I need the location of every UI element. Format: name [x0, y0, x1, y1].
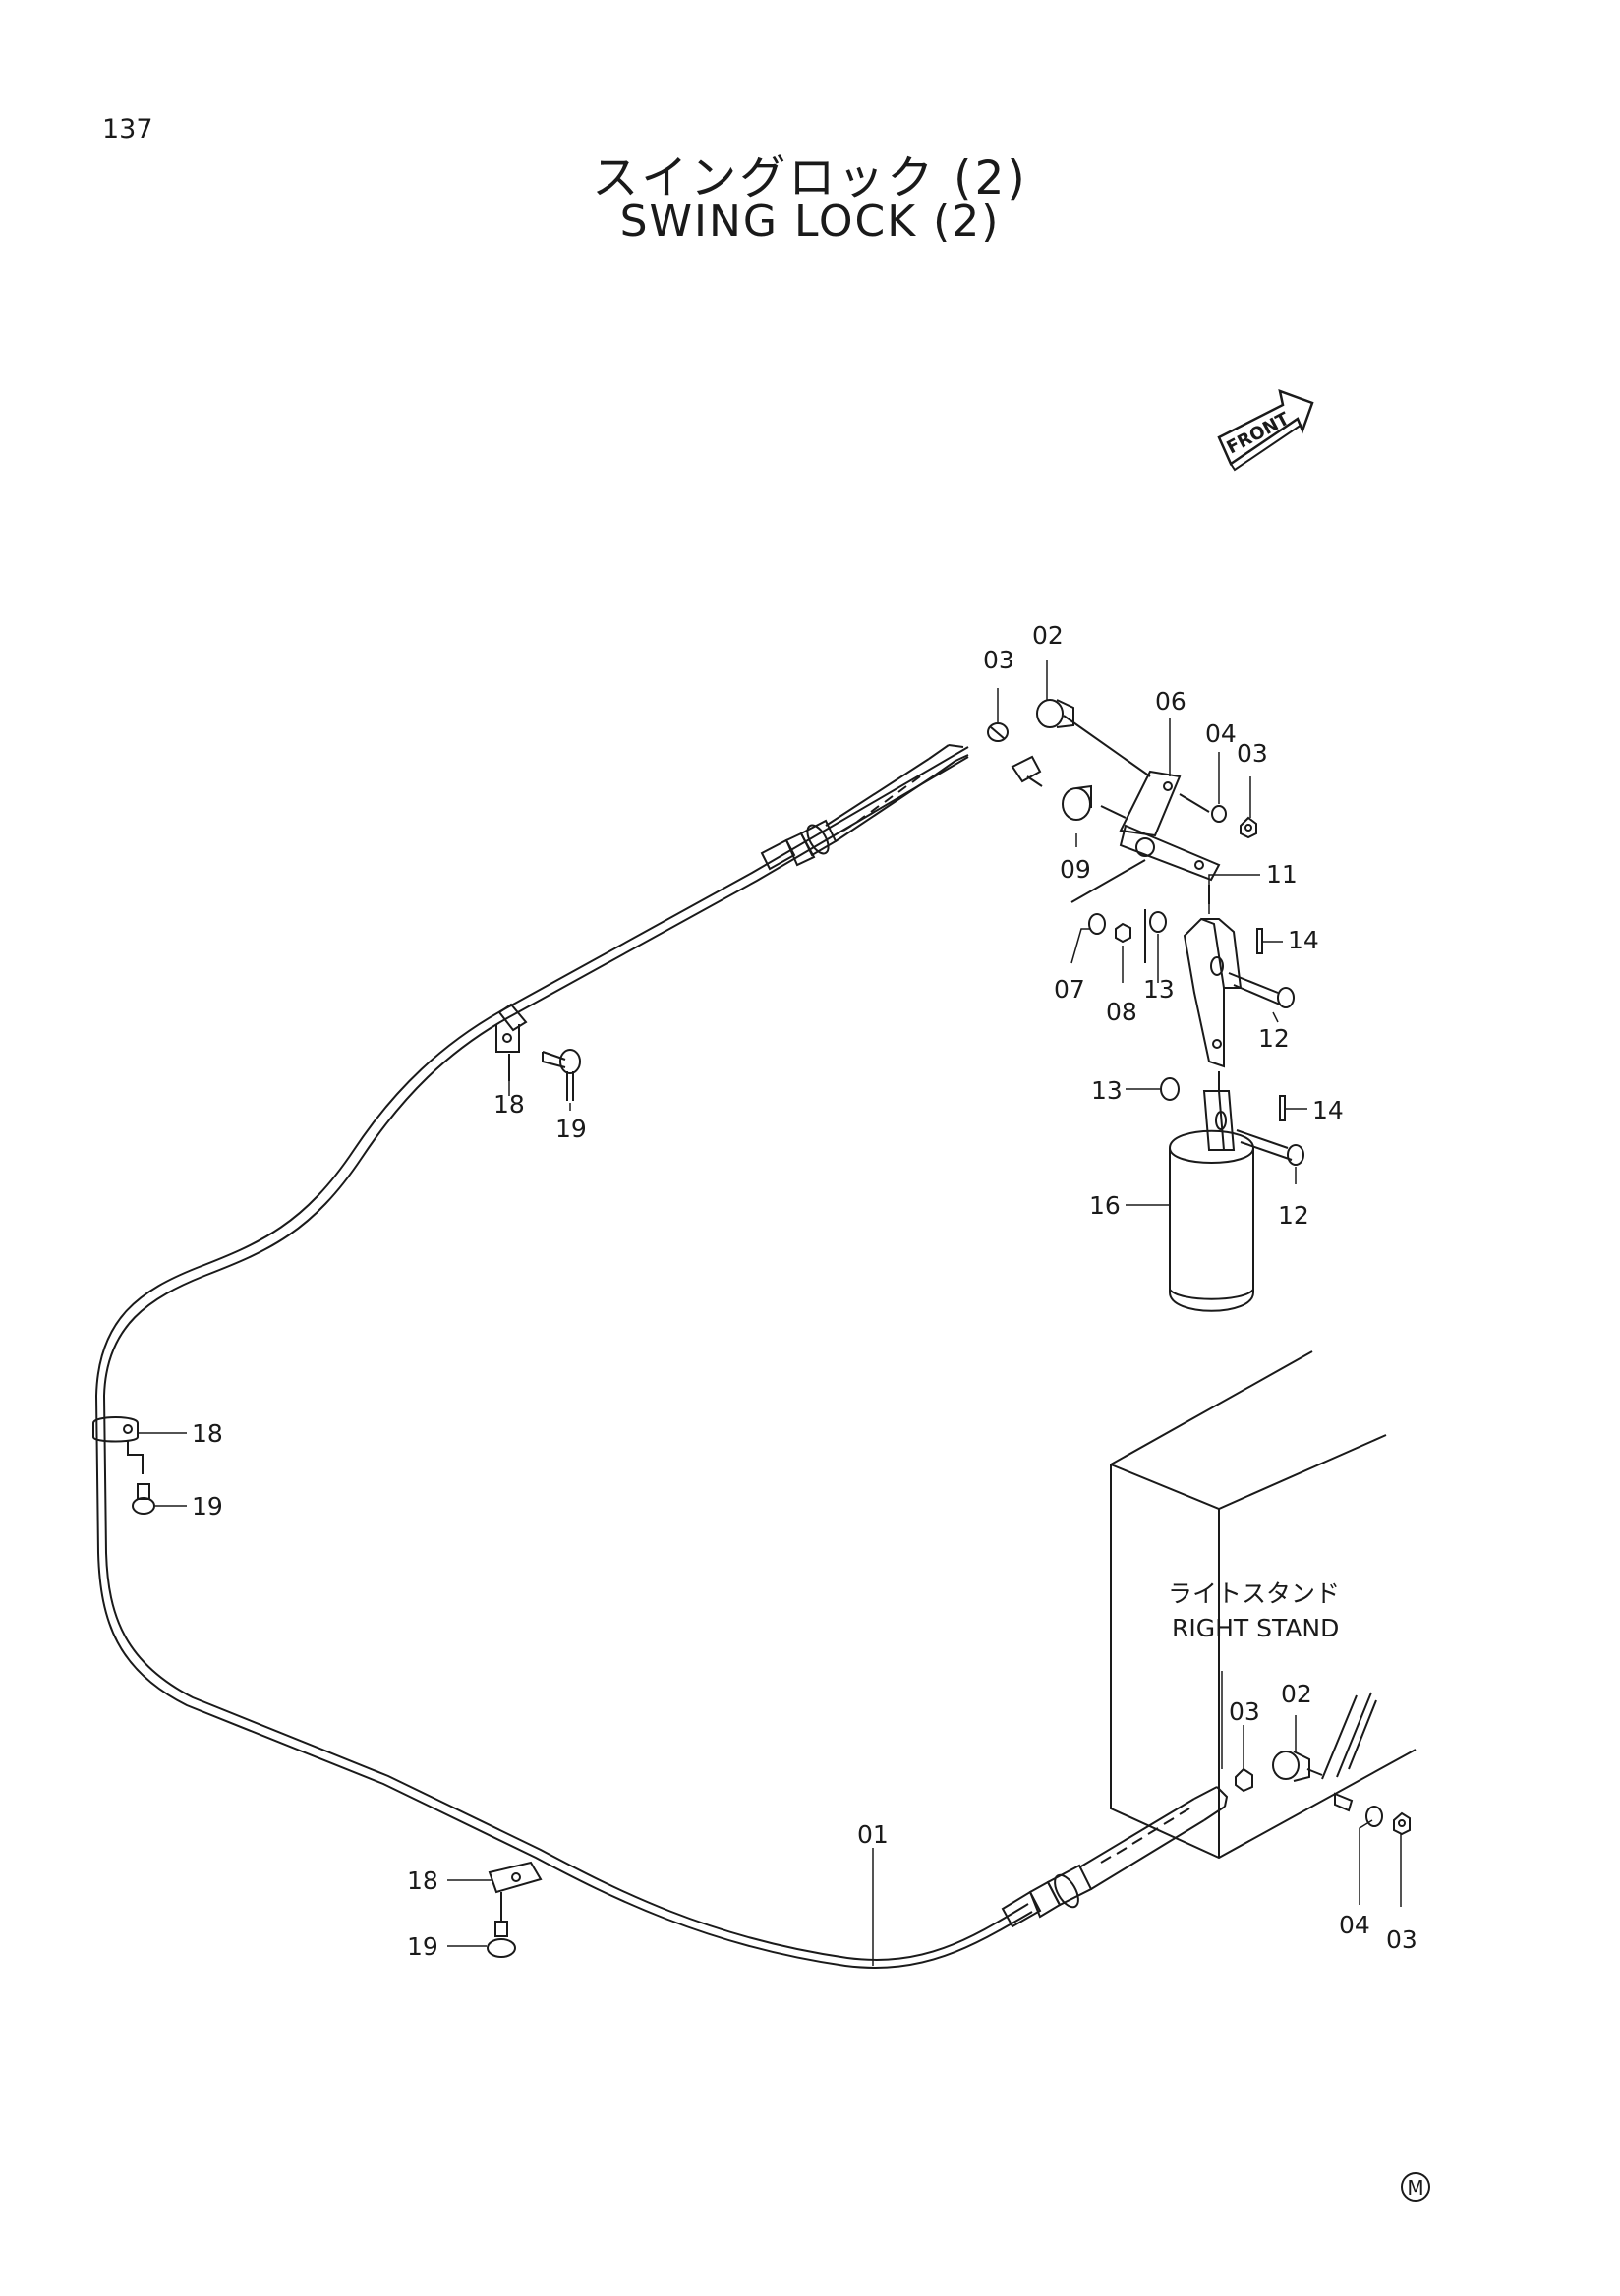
callout-19: 19	[407, 1932, 438, 1961]
page-number: 137	[102, 114, 153, 144]
callout-03: 03	[983, 646, 1014, 674]
callout-08: 08	[1106, 998, 1137, 1026]
cable-end-top	[760, 744, 969, 871]
callout-13: 13	[1091, 1076, 1123, 1105]
callout-13: 13	[1143, 975, 1175, 1004]
m-mark-icon: M	[1401, 2172, 1430, 2202]
callout-18: 18	[407, 1866, 438, 1895]
callout-04: 04	[1205, 719, 1237, 748]
callout-19: 19	[555, 1115, 587, 1143]
callout-11: 11	[1266, 860, 1298, 889]
callout-04: 04	[1339, 1911, 1370, 1939]
callout-18: 18	[493, 1090, 525, 1119]
cylinder-assembly	[1160, 1071, 1304, 1312]
callout-03: 03	[1229, 1697, 1260, 1726]
upper-bracket-assembly	[987, 699, 1257, 882]
stand-label-japanese: ライトスタンド	[1168, 1579, 1340, 1608]
callout-18: 18	[192, 1419, 223, 1448]
callout-02: 02	[1032, 621, 1064, 650]
callout-01: 01	[857, 1820, 889, 1849]
leader-lines	[138, 660, 1402, 1966]
callout-19: 19	[192, 1492, 223, 1521]
title-english: SWING LOCK (2)	[619, 197, 1001, 247]
callout-09: 09	[1060, 855, 1091, 884]
callout-03: 03	[1237, 739, 1268, 768]
callout-14: 14	[1288, 926, 1319, 954]
callout-12: 12	[1278, 1201, 1309, 1230]
callout-02: 02	[1281, 1680, 1312, 1708]
cable-end-bottom	[1001, 1786, 1229, 1928]
m-mark-symbol: M	[1407, 2176, 1423, 2200]
callout-07: 07	[1054, 975, 1085, 1004]
callout-03: 03	[1386, 1925, 1418, 1954]
front-label: FRONT	[1223, 408, 1293, 458]
control-cable	[94, 746, 1033, 1969]
front-arrow-icon: FRONT	[1217, 389, 1314, 472]
callout-16: 16	[1089, 1191, 1121, 1220]
clamp-top	[495, 1003, 581, 1101]
title-japanese: スイングロック (2)	[592, 151, 1028, 205]
clamp-bottom	[487, 1861, 543, 1958]
callout-labels: 03 02 06 04 03 09 11 14 07 08 13 12 13 1…	[192, 621, 1418, 1961]
callout-12: 12	[1258, 1024, 1290, 1053]
stand-label-english: RIGHT STAND	[1172, 1614, 1339, 1642]
callout-06: 06	[1155, 687, 1186, 716]
callout-14: 14	[1312, 1096, 1344, 1124]
right-stand-box	[1110, 1350, 1417, 1860]
link-assembly	[1070, 859, 1295, 1068]
lower-joint-parts	[1235, 1751, 1411, 1836]
clamp-left	[92, 1416, 155, 1515]
